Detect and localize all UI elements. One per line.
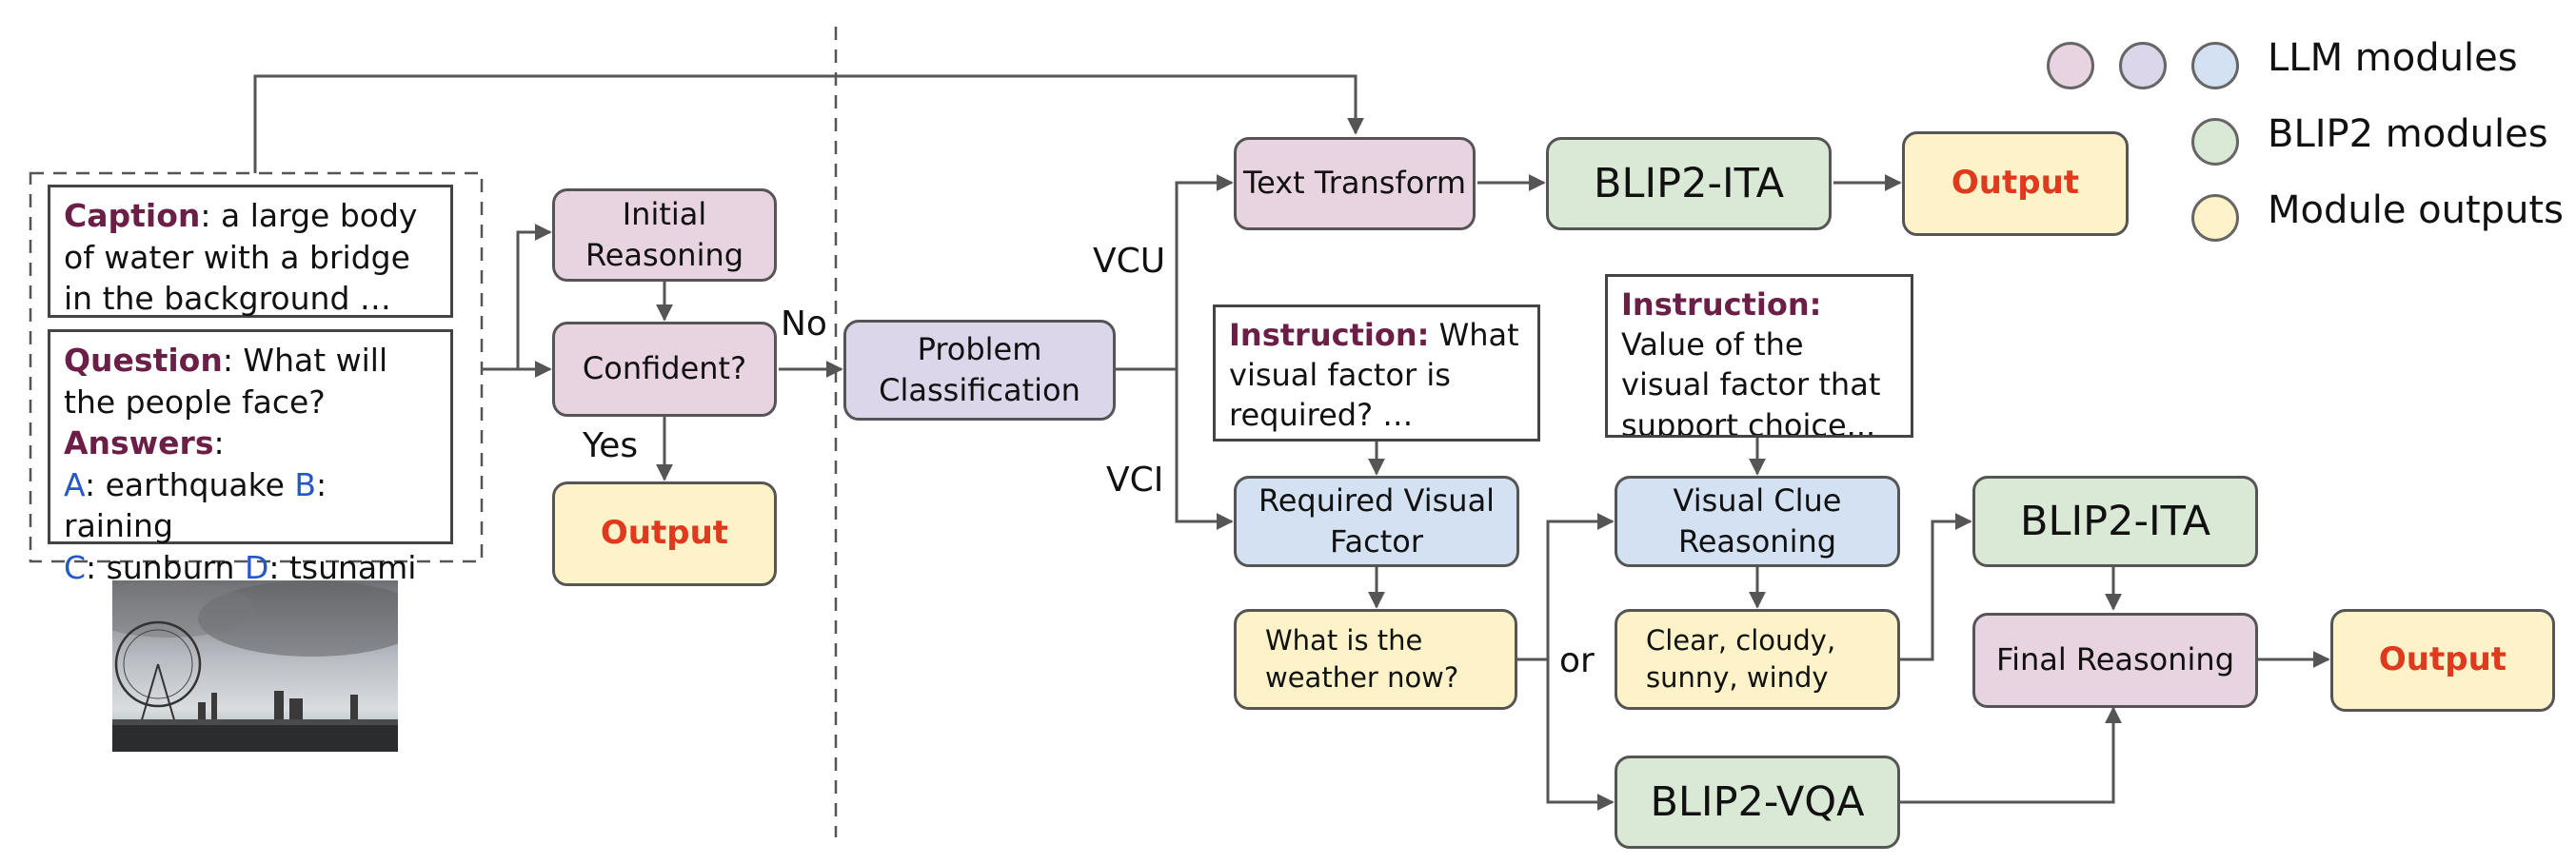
visual-clue-reasoning-node: Visual Clue Reasoning [1615,476,1900,567]
option-text: : sunburn [86,548,245,586]
legend-swatch-purple [2119,42,2167,89]
required-visual-factor-label: Required Visual Factor [1258,481,1496,560]
caption-text: : a large body of water with a bridge in… [64,197,418,318]
text-transform-node: Text Transform [1234,137,1476,230]
problem-classification-label: Problem Classification [879,330,1080,408]
output-node-right: Output [2330,609,2555,712]
option-letter: A [64,465,85,503]
text-transform-label: Text Transform [1242,165,1467,202]
instruction-box-value: Instruction: Value of the visual factor … [1605,274,1913,438]
weather-values-node: Clear, cloudy, sunny, windy [1615,609,1900,710]
weather-values-label: Clear, cloudy, sunny, windy [1646,623,1836,694]
final-reasoning-node: Final Reasoning [1972,613,2258,708]
legend-label-blip2: BLIP2 modules [2268,112,2548,156]
edge-label-or: or [1559,641,1595,680]
arrow-input-to-text-transform [253,74,1364,173]
option-letter: D [244,548,269,586]
input-group-border [29,171,484,563]
output-node-left: Output [552,481,777,586]
answers-key: Answers [64,424,214,462]
legend-swatch-pink [2047,42,2094,89]
blip2-vqa-label: BLIP2-VQA [1650,777,1865,826]
initial-reasoning-label: Initial Reasoning [585,195,744,273]
edge-label-no: No [781,304,827,344]
instruction-key: Instruction: [1229,317,1430,353]
blip2-ita-top-label: BLIP2-ITA [1594,159,1784,207]
initial-reasoning-node: Initial Reasoning [552,188,777,282]
arrow-classification-to-text-transform [1116,174,1234,371]
question-box: Question: What will the people face? Ans… [48,329,453,586]
question-text: : What will the people face? [64,342,388,421]
option-letter: C [64,548,87,586]
arrow-vqa-to-final [1900,706,2122,804]
required-visual-factor-node: Required Visual Factor [1234,476,1519,567]
instruction-text: What visual factor is required? … [1229,317,1519,434]
instruction-text: Value of the visual factor that support … [1621,326,1881,438]
blip2-ita-bottom-node: BLIP2-ITA [1972,476,2258,567]
legend-swatch-blue [2191,42,2239,89]
legend-swatch-yellow [2191,194,2239,242]
arrow-weather-to-clue [1517,513,1615,661]
output-top-label: Output [1951,164,2080,203]
edge-label-vcu: VCU [1093,242,1166,281]
legend-swatch-green [2191,118,2239,166]
weather-question-label: What is the weather now? [1265,623,1459,694]
problem-classification-node: Problem Classification [843,320,1116,421]
arrow-input-to-initial [482,224,552,371]
option-text: : earthquake [85,465,295,503]
caption-box: Caption: a large body of water with a br… [48,185,453,318]
blip2-ita-bottom-label: BLIP2-ITA [2020,497,2210,545]
input-image [112,580,398,752]
question-key: Question [64,342,223,379]
edge-label-yes: Yes [583,426,639,465]
legend-label-outputs: Module outputs [2268,188,2564,232]
option-letter: B [294,465,317,503]
output-right-label: Output [2378,640,2507,679]
instruction-key: Instruction: [1621,286,1822,323]
edge-label-vci: VCI [1106,461,1164,500]
blip2-ita-top-node: BLIP2-ITA [1546,137,1832,230]
option-text: : tsunami [268,548,417,586]
output-left-label: Output [600,514,729,553]
weather-question-node: What is the weather now? [1234,609,1517,710]
visual-clue-reasoning-label: Visual Clue Reasoning [1673,481,1842,560]
arrow-weather-to-vqa [1546,659,1615,811]
caption-key: Caption [64,197,201,234]
legend-label-llm: LLM modules [2268,36,2518,80]
arrow-values-to-ita [1900,513,1972,661]
confident-node: Confident? [552,322,777,417]
output-node-top: Output [1902,131,2129,236]
answers-colon: : [213,424,225,462]
blip2-vqa-node: BLIP2-VQA [1615,756,1900,849]
option-text: : raining [64,465,327,545]
instruction-box-factor: Instruction: What visual factor is requi… [1213,304,1540,442]
final-reasoning-label: Final Reasoning [1995,641,2235,678]
confident-label: Confident? [582,350,747,387]
arrow-classification-to-required-factor [1175,369,1234,530]
